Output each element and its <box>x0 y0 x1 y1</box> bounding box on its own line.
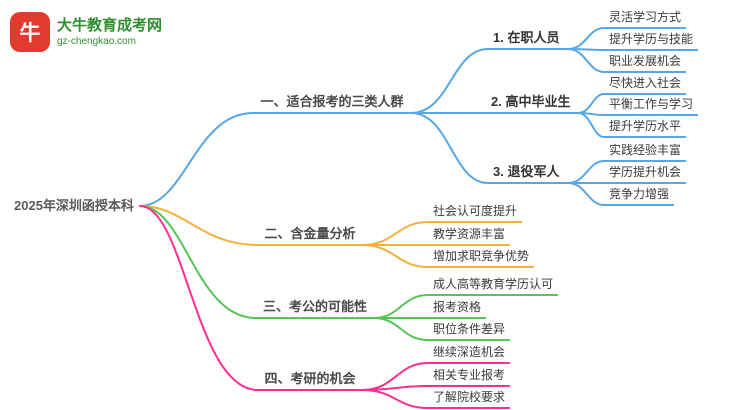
branch-1-links <box>139 27 605 207</box>
leaf-node: 尽快进入社会 <box>604 76 687 95</box>
root-node: 2025年深圳函授本科 <box>14 198 134 213</box>
branch-2-links <box>139 205 429 268</box>
leaf-node: 平衡工作与学习 <box>604 97 699 116</box>
leaf-node: 竞争力增强 <box>604 187 675 206</box>
leaf-node: 增加求职竞争优势 <box>428 249 535 268</box>
subtopic-high-school-graduates: 2. 高中毕业生 <box>486 94 578 114</box>
subtopic-employed-workers: 1. 在职人员 <box>488 30 568 50</box>
site-logo: 牛 大牛教育成考网 gz-chengkao.com <box>10 12 162 52</box>
branch-3-links <box>139 205 429 341</box>
leaf-node: 提升学历与技能 <box>604 32 699 51</box>
leaf-node: 学历提升机会 <box>604 165 687 184</box>
branch-4-links <box>139 205 429 409</box>
leaf-node: 职业发展机会 <box>604 54 687 73</box>
leaf-node: 提升学历水平 <box>604 119 687 138</box>
logo-url: gz-chengkao.com <box>57 36 136 47</box>
leaf-node: 相关专业报考 <box>428 368 511 387</box>
branch-2-value-analysis: 二、含金量分析 <box>258 226 362 246</box>
branch-3-civil-service-eligibility: 三、考公的可能性 <box>256 299 374 319</box>
logo-title: 大牛教育成考网 <box>57 17 163 34</box>
branch-4-postgrad-opportunity: 四、考研的机会 <box>258 371 362 391</box>
bull-logo-icon: 牛 <box>10 12 50 52</box>
subtopic-veterans: 3. 退役军人 <box>488 164 568 184</box>
leaf-node: 了解院校要求 <box>428 390 511 409</box>
leaf-node: 成人高等教育学历认可 <box>428 277 559 296</box>
leaf-node: 职位条件差异 <box>428 322 511 341</box>
leaf-node: 报考资格 <box>428 300 487 319</box>
leaf-node: 社会认可度提升 <box>428 204 523 223</box>
leaf-node: 实践经验丰富 <box>604 143 687 162</box>
leaf-node: 继续深造机会 <box>428 345 511 364</box>
leaf-node: 教学资源丰富 <box>428 227 511 246</box>
branch-1-suitable-applicants: 一、适合报考的三类人群 <box>253 94 411 114</box>
logo-text: 大牛教育成考网 gz-chengkao.com <box>57 16 162 48</box>
leaf-node: 灵活学习方式 <box>604 10 687 29</box>
